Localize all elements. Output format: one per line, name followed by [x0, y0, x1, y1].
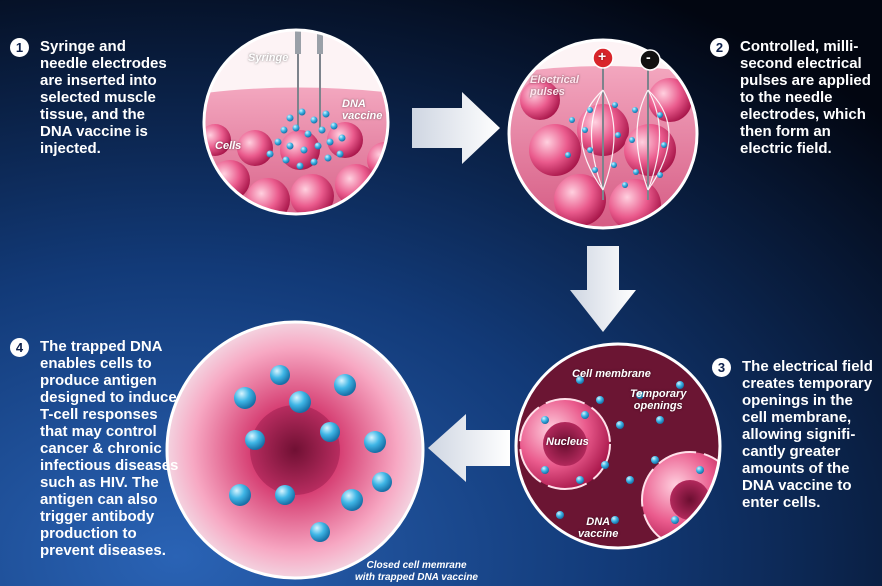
- step-2-text: Controlled, milli- second electrical pul…: [740, 38, 871, 157]
- label-cells: Cells: [215, 140, 241, 152]
- label-dna-vaccine-1: DNA vaccine: [342, 98, 382, 122]
- step-2-number: 2: [710, 38, 729, 57]
- step-3-text: The electrical field creates temporary o…: [742, 358, 873, 511]
- step-1-number: 1: [10, 38, 29, 57]
- step-1-text: Syringe and needle electrodes are insert…: [40, 38, 167, 157]
- panel-4-big-cell: [167, 322, 423, 578]
- step-4-number: 4: [10, 338, 29, 357]
- label-plus: +: [598, 50, 606, 62]
- label-temporary-openings: Temporary openings: [630, 388, 686, 412]
- label-dna-vaccine-3: DNA vaccine: [578, 516, 618, 540]
- label-electrical-pulses: Electrical pulses: [530, 74, 579, 98]
- label-nucleus: Nucleus: [546, 436, 589, 448]
- step-3-number: 3: [712, 358, 731, 377]
- label-cell-membrane: Cell membrane: [572, 368, 651, 380]
- panel-4-caption: Closed cell memrane with trapped DNA vac…: [355, 560, 478, 584]
- step-4-text: The trapped DNA enables cells to produce…: [40, 338, 178, 559]
- label-syringe: Syringe: [248, 52, 288, 64]
- label-minus: -: [646, 51, 651, 63]
